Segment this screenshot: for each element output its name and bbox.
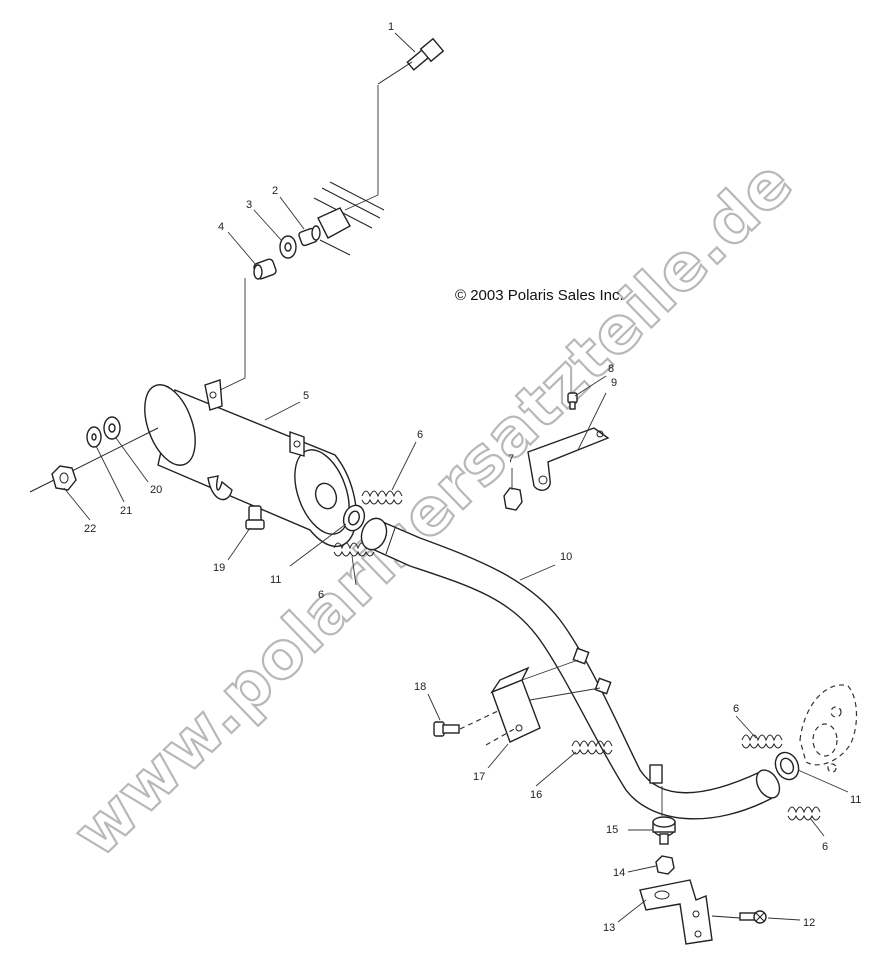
callout-18: 18 [414, 681, 426, 693]
callout-labels: 1 2 3 4 5 6 6 6 6 7 8 9 10 11 11 12 13 1… [84, 21, 861, 934]
callout-20: 20 [150, 484, 162, 496]
part-11-gasket-lower [774, 751, 800, 781]
part-10-exhaust-pipe [360, 517, 781, 820]
callout-17: 17 [473, 771, 485, 783]
frame-bracket [313, 181, 385, 256]
callout-22: 22 [84, 523, 96, 535]
part-11-gasket-upper [342, 504, 366, 532]
part-6-spring-upper [361, 490, 403, 505]
callout-4: 4 [218, 221, 224, 233]
callout-8: 8 [608, 363, 614, 375]
callout-12: 12 [803, 917, 815, 929]
callout-11-lower: 11 [850, 794, 861, 806]
part-4-spacer [253, 258, 277, 280]
part-2-grommet [298, 225, 321, 247]
part-1-bolt [344, 37, 445, 211]
watermark-text: www.polarisersatzteile.de [60, 146, 808, 872]
part-13-bracket [639, 879, 713, 945]
part-15-rubber-mount [652, 786, 676, 845]
part-17-bracket [485, 659, 601, 746]
callout-21: 21 [120, 505, 132, 517]
part-6-spring-right-upper [741, 734, 783, 749]
part-7-nut [503, 487, 523, 511]
callout-14: 14 [613, 867, 625, 879]
callout-19: 19 [213, 562, 225, 574]
callout-16: 16 [530, 789, 542, 801]
part-19-bolt [245, 505, 265, 530]
callout-leaders [63, 32, 849, 923]
part-12-bolt [711, 910, 767, 924]
part-3-washer [279, 235, 297, 259]
callout-13: 13 [603, 922, 615, 934]
callout-10: 10 [560, 551, 572, 563]
part-5-muffler [144, 379, 357, 548]
callout-5: 5 [303, 390, 309, 402]
copyright-text: © 2003 Polaris Sales Inc. [455, 287, 624, 304]
callout-11-upper: 11 [270, 574, 281, 586]
callout-9: 9 [611, 377, 617, 389]
watermark: www.polarisersatzteile.de [59, 145, 809, 873]
engine-flange-outline [799, 684, 858, 773]
callout-1: 1 [388, 21, 394, 33]
part-6-spring-right-lower [787, 806, 821, 821]
parts-20-22-hardware [29, 416, 159, 493]
callout-6-lower: 6 [318, 589, 324, 601]
callout-6-right-upper: 6 [733, 703, 739, 715]
part-22-nut [51, 465, 77, 491]
part-14-nut [655, 855, 675, 875]
callout-6-right-lower: 6 [822, 841, 828, 853]
callout-7: 7 [508, 453, 514, 465]
callout-3: 3 [246, 199, 252, 211]
callout-6-upper: 6 [417, 429, 423, 441]
part-16-spring [571, 740, 613, 755]
callout-2: 2 [272, 185, 278, 197]
callout-15: 15 [606, 824, 618, 836]
part-8-screw [567, 392, 578, 410]
part-18-bolt [433, 709, 501, 737]
